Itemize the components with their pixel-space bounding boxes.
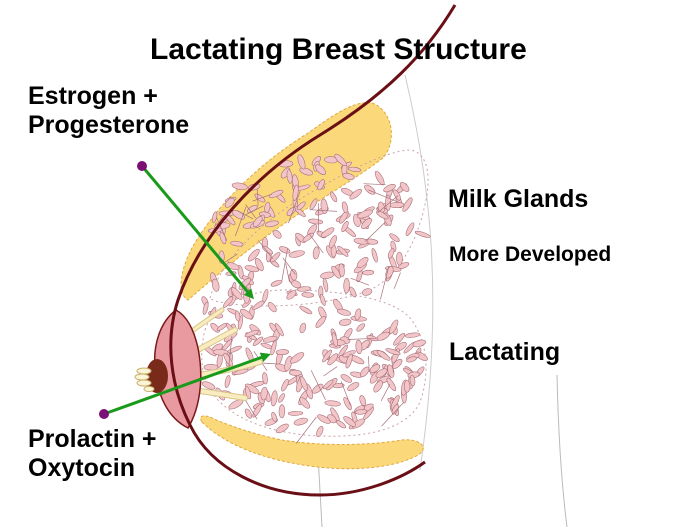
lobule [315,425,324,437]
label-lactating: Lactating [449,338,560,367]
lobule [390,202,405,208]
lobule [211,278,220,292]
lobule [405,332,420,338]
lobule [339,318,352,326]
lobule [404,380,410,392]
label-prolactin-oxytocin: Prolactin + Oxytocin [28,425,157,483]
lobule [324,400,340,407]
lobule [387,248,395,260]
lobule [277,393,286,404]
lobule [308,218,323,225]
lobule [396,252,402,265]
lobule [354,237,369,245]
lobule [363,183,377,196]
branch-duct [311,370,325,399]
label-prolactin: Prolactin + [28,425,157,454]
lobule [359,395,367,407]
lobule [275,422,290,434]
lobule [348,286,357,298]
lobule [337,308,352,317]
lobule [289,370,301,376]
branch-duct [394,273,400,289]
lobule [355,340,362,354]
lobule [224,375,231,388]
lobule [235,311,241,322]
label-estrogen: Estrogen + [28,82,189,111]
lobule [288,411,303,416]
pin-estrogen-progesterone [137,161,147,171]
arm-line-right [557,375,567,527]
lobule [302,292,314,298]
lobule [299,305,313,316]
lobule [288,249,305,258]
lobule [414,230,430,239]
lobule [299,322,307,333]
diagram-title: Lactating Breast Structure [150,33,527,68]
lobule [266,301,277,313]
lobule [279,405,285,418]
lobule [276,349,289,355]
lobule [293,417,308,427]
lobule [244,408,253,420]
label-progesterone: Progesterone [28,111,189,140]
lobule [388,319,400,335]
lobule [322,278,329,292]
lobule [388,232,400,243]
branch-duct [258,190,259,207]
lobule [341,201,349,213]
lobule [320,271,335,280]
label-milk-glands: Milk Glands [448,185,588,214]
lobule [328,234,338,249]
branch-duct [282,249,288,281]
lobule [361,287,372,296]
pin-prolactin-oxytocin [99,409,109,419]
lobule [313,246,320,259]
lobule [373,170,385,186]
lobule [270,390,278,406]
lobule [262,289,269,303]
chest-wall-line [405,75,433,470]
lobule [362,270,373,275]
lobule [344,278,350,293]
lobule [329,191,338,203]
lobule [405,222,416,237]
branch-duct [324,367,338,376]
lobule [355,322,366,332]
label-oxytocin: Oxytocin [28,454,157,483]
lobule [371,248,379,263]
branch-duct [380,266,389,300]
lobule [412,339,426,349]
lobule [319,294,326,306]
label-estrogen-progesterone: Estrogen + Progesterone [28,82,189,140]
lower-fat-pad [201,416,424,469]
label-more-developed: More Developed [449,243,611,267]
lobule [270,279,283,288]
lobule [314,315,327,329]
